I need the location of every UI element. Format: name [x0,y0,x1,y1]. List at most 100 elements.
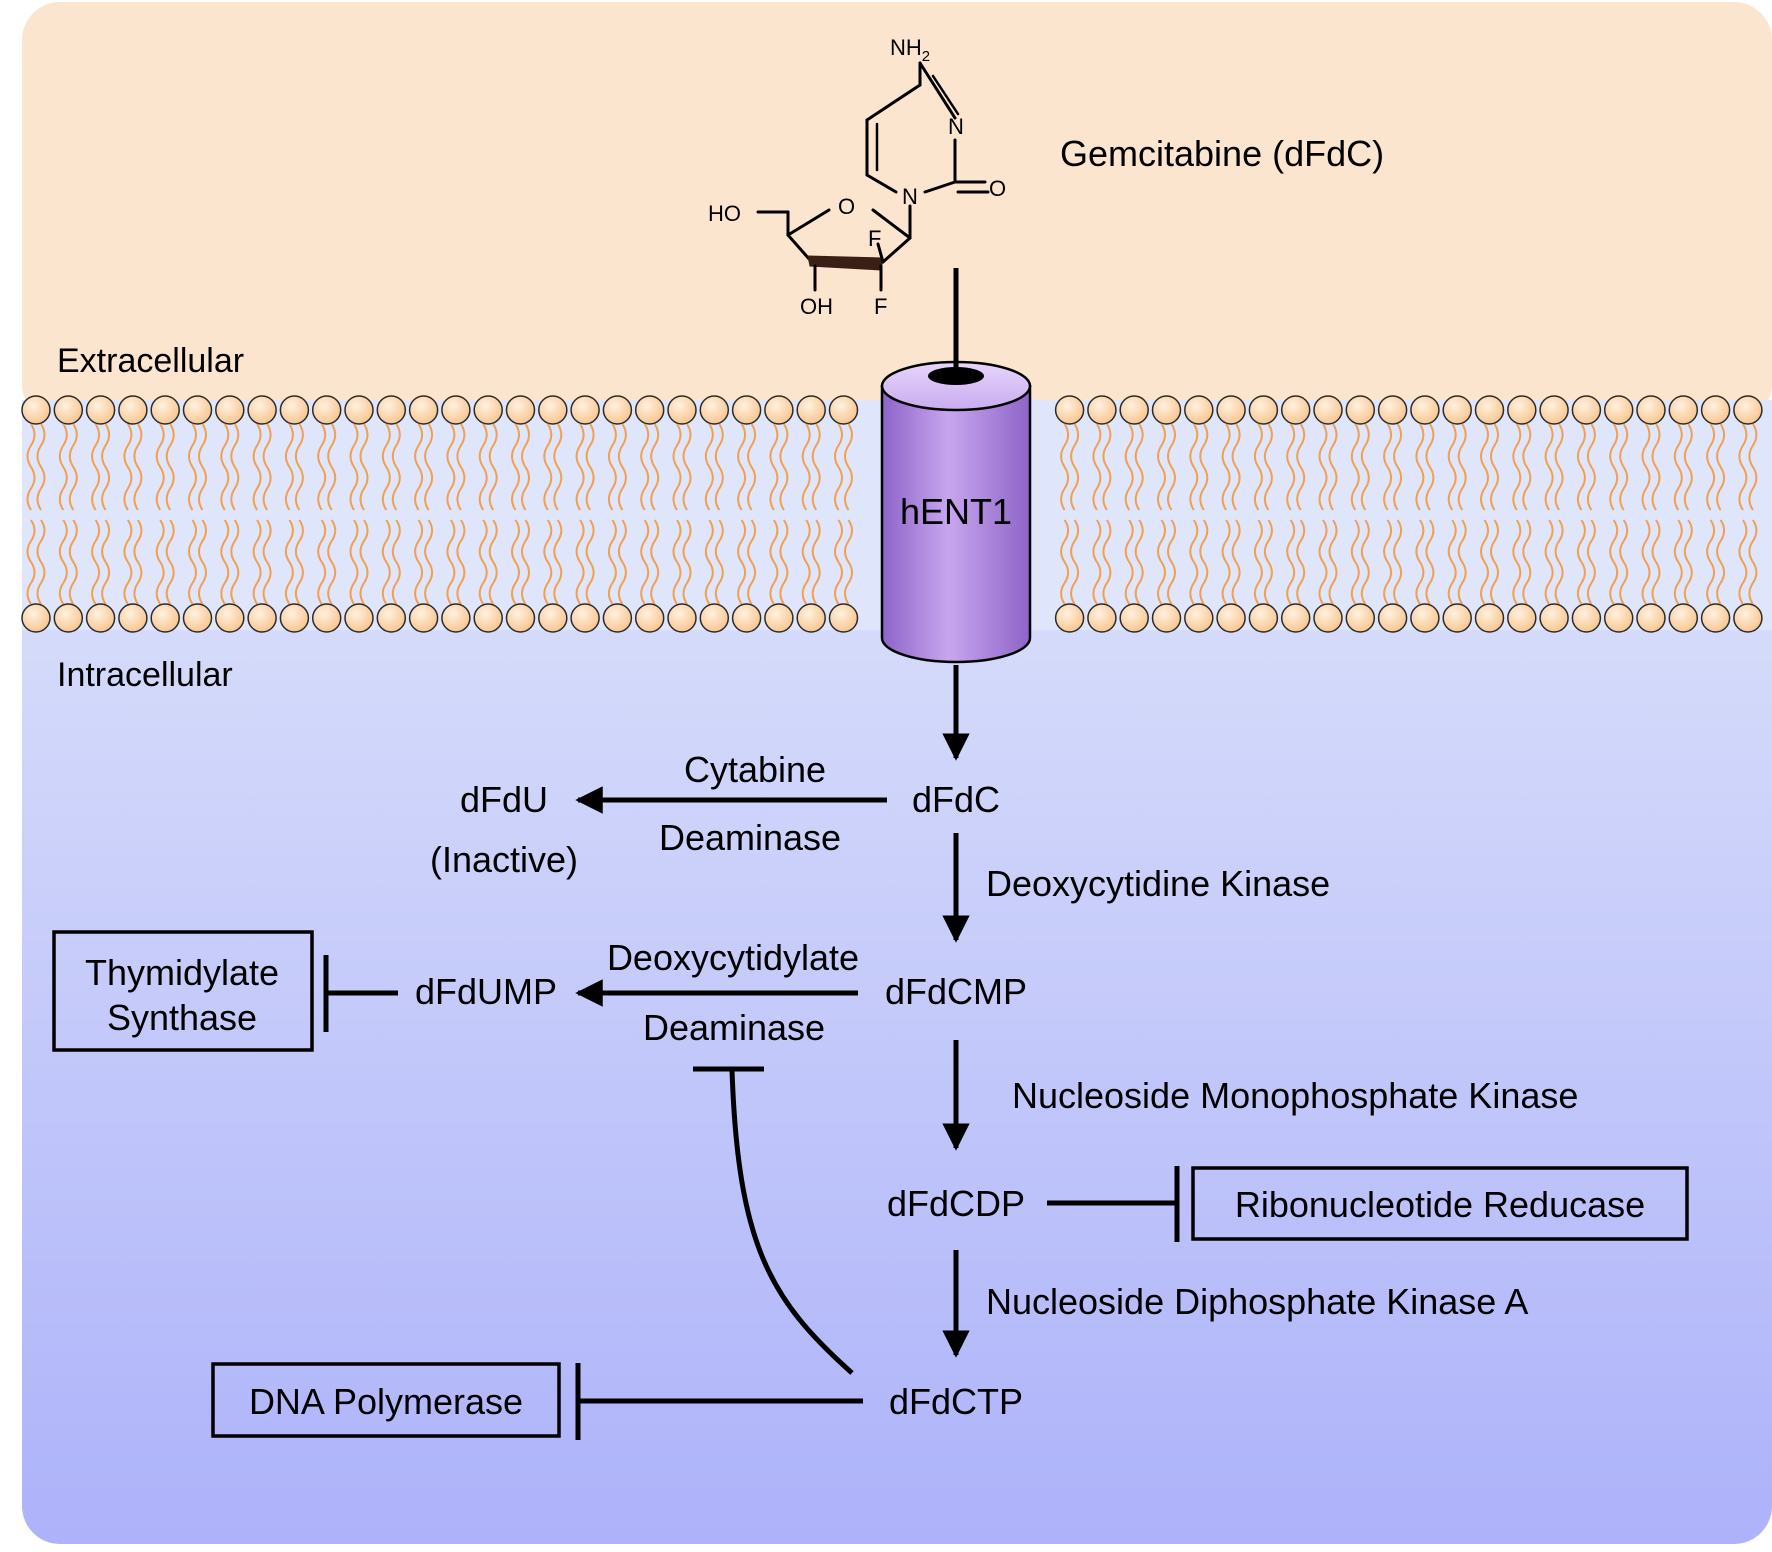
lipid-tail [1393,423,1403,511]
lipid-head [570,603,600,633]
lipid-tail [284,519,294,605]
lipid-tail [1328,423,1338,511]
lipid-head [118,395,148,425]
ribonucleotide-reductase-box [1191,1166,1689,1241]
lipid-head [247,395,277,425]
lipid-head [1216,395,1246,425]
lipid-head [1280,603,1311,633]
lipid-head [1151,603,1182,633]
lipid-head [1313,603,1343,633]
lipid-tail [1189,519,1199,605]
lipid-tail [188,423,197,511]
lipid-tail [391,519,401,605]
lipid-tail [101,519,111,605]
extracellular-label: Extracellular [57,342,244,380]
lipid-tail [1350,519,1360,605]
hent1-label: hENT1 [900,491,1012,532]
lipid-tail [737,519,747,605]
target-ts-line2: Synthase [107,997,257,1038]
lipid-tail [769,423,779,511]
lipid-tail [446,423,456,511]
lipid-head [53,603,84,633]
lipid-tail [1134,519,1144,605]
lipid-tail [1360,423,1370,511]
lipid-tail [220,519,230,605]
lipid-tail [1576,423,1586,511]
enzyme-dck: Deoxycytidine Kinase [986,863,1330,904]
lipid-tail [672,519,682,605]
lipid-tail [553,423,563,511]
lipid-head [1733,395,1763,425]
lipid-tail [1415,519,1425,605]
lipid-head [1410,603,1440,633]
lipid-tail [414,519,424,605]
lipid-tail [1641,519,1651,605]
lipid-tail [1738,519,1748,605]
lipid-tail [640,423,650,511]
lipid-head [85,603,116,633]
lipid-tail [747,423,757,511]
lipid-tail [317,519,327,605]
lipid-head [1507,603,1537,633]
lipid-tail [26,423,36,511]
lipid-tail [1480,423,1489,511]
lipid-tail [1092,423,1102,511]
lipid-head [1442,395,1472,425]
lipid-tail [165,519,175,605]
lipid-tail [36,519,46,605]
lipid-tail [1070,519,1080,605]
lipid-tail [424,423,434,511]
lipid-head [1054,603,1085,633]
lipid-tail [1522,519,1532,605]
lipid-head [731,603,762,633]
lipid-tail [1554,423,1564,511]
hent1-channel [880,360,1032,664]
lipid-tail [252,519,262,605]
lipid-tail [252,423,262,511]
lipid-head [376,603,407,633]
lipid-head [1313,395,1343,425]
lipid-tail [488,423,498,511]
lipid-head [215,395,245,425]
lipid-tail [737,423,747,511]
lipid-head [441,395,471,425]
lipid-tail [1544,423,1554,511]
enzyme-cda-line1: Cytabine [684,749,826,790]
lipid-head [1636,395,1666,425]
metabolite-dfdcdp: dFdCDP [887,1183,1025,1224]
lipid-head [1507,395,1537,425]
metabolite-dfdctp: dFdCTP [889,1381,1023,1422]
lipid-tail [834,519,843,605]
lipid-tail [1554,519,1564,605]
lipid-head [602,603,633,633]
lipid-tails [26,423,1758,605]
thymidylate-synthase-box [52,930,314,1052]
lipid-head [1474,395,1505,425]
lipid-tail [714,519,724,605]
lipid-tail [1748,519,1758,605]
lipid-head [731,395,762,425]
lipid-head [150,603,180,633]
lipid-head [699,395,730,425]
lipid-head [344,603,374,633]
lipid-head [796,395,826,425]
atom-f2: F [874,294,887,319]
lipid-tail [456,519,466,605]
lipid-head [699,603,730,633]
lipid-tail [1070,423,1080,511]
lipid-tail [1490,519,1499,605]
lipid-head [602,395,633,425]
lipid-tail [58,423,68,511]
lipid-tail [1586,519,1596,605]
lipid-tail [58,519,68,605]
lipid-heads-outer-leaflet [21,395,1763,425]
lipid-head [85,395,116,425]
lipid-head [764,603,794,633]
lipid-tail [672,423,682,511]
lipid-heads-inner-leaflet [21,603,1763,633]
lipid-head [473,603,503,633]
lipid-tail [682,423,692,511]
lipid-tail [575,423,585,511]
metabolite-dfdu: dFdU [460,779,548,820]
